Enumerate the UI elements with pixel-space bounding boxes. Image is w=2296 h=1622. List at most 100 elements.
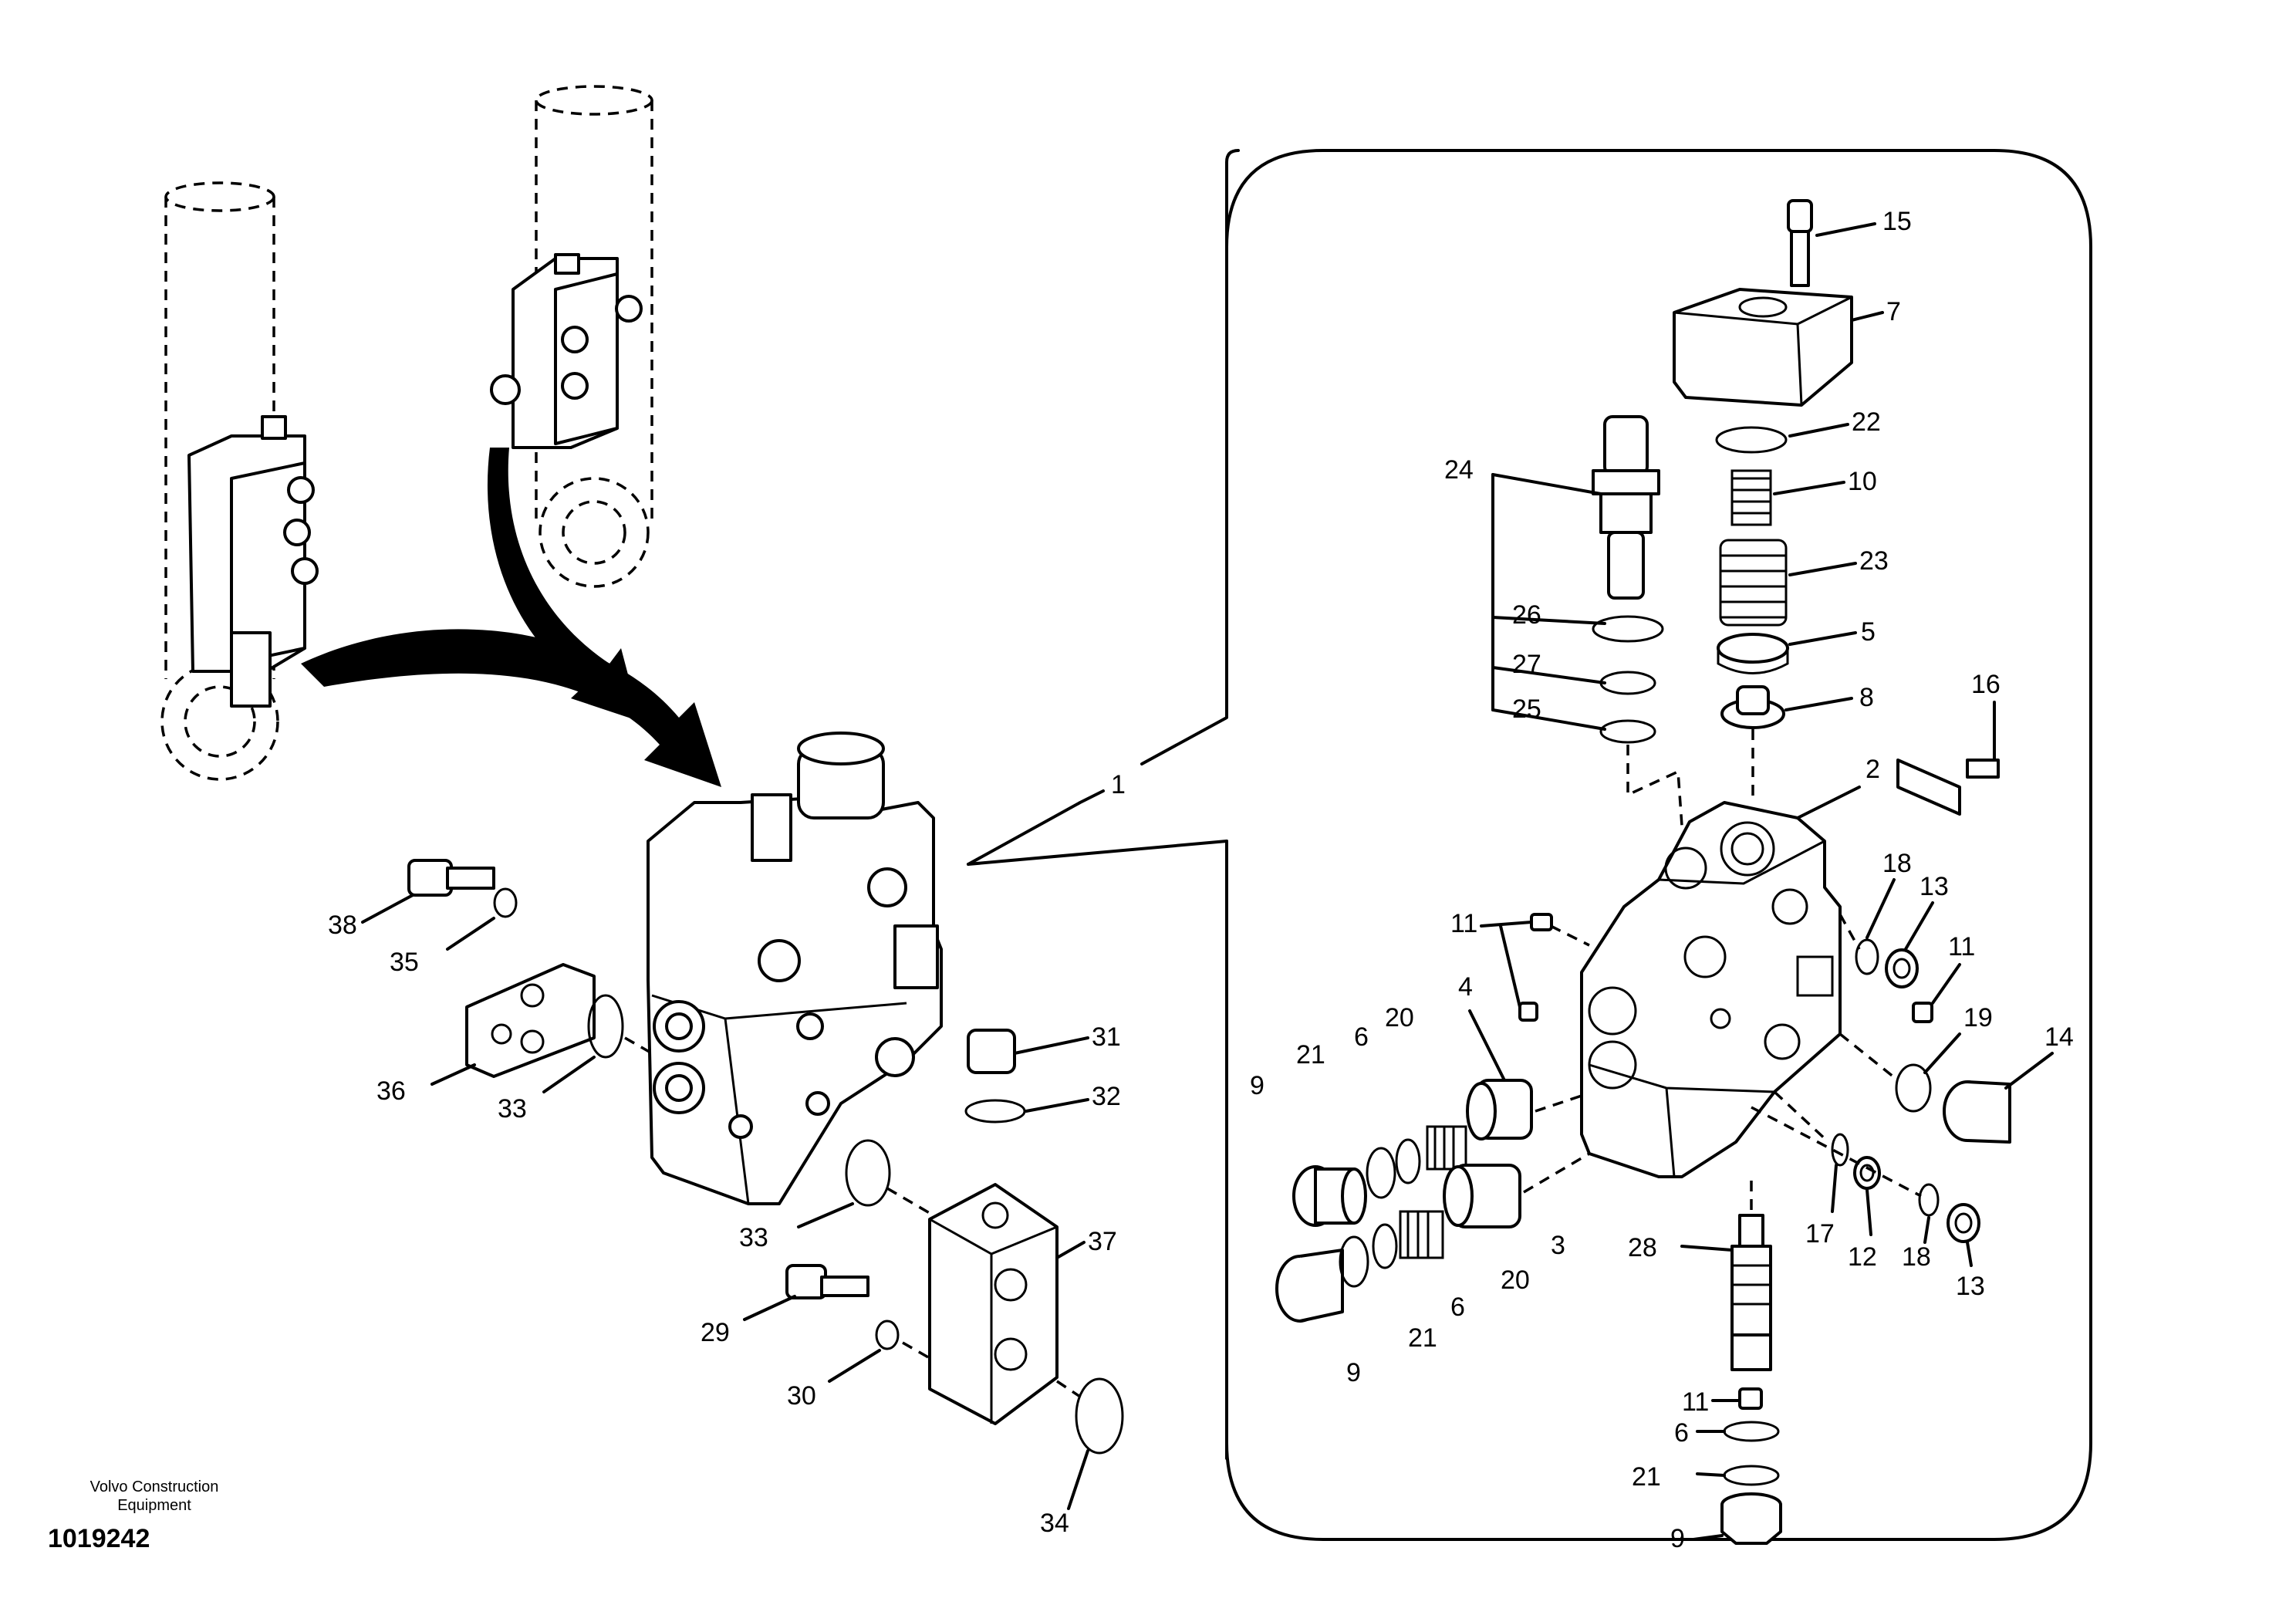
o-ring-part-32: [964, 1098, 1089, 1124]
part-label: 11: [1682, 1387, 1709, 1417]
part-label: 27: [1512, 650, 1541, 679]
part-label: 18: [1902, 1242, 1931, 1272]
o-ring-part-18-lower: [1918, 1183, 1940, 1217]
o-ring-part-19: [1895, 1063, 1932, 1113]
seat-part-5: [1717, 631, 1857, 674]
part-label: 31: [1092, 1022, 1121, 1052]
cylinder-context-left: [160, 181, 319, 781]
credit-line: Volvo Construction: [89, 1478, 219, 1495]
plug-part-11-left: [1518, 1002, 1538, 1022]
plug-part-13-lower: [1947, 1203, 1980, 1243]
plug-part-11-lower: [1738, 1387, 1763, 1410]
part-label: 8: [1859, 683, 1874, 712]
part-label: 38: [328, 911, 357, 940]
part-label: 10: [1848, 467, 1877, 496]
control-valve-assembly: [647, 732, 943, 1205]
backup-ring-part-27: [1599, 671, 1656, 695]
part-label: 6: [1674, 1418, 1689, 1448]
o-ring-part-18-upper: [1855, 938, 1879, 975]
part-label: 21: [1632, 1462, 1661, 1492]
part-label: 28: [1628, 1233, 1657, 1262]
part-label: 7: [1886, 297, 1901, 326]
plug-part-11-upper: [1530, 913, 1553, 931]
spring-part-10: [1730, 469, 1845, 526]
plug-part-14: [1943, 1052, 2054, 1144]
o-ring-part-17: [1831, 1133, 1849, 1167]
bolt-part-29: [743, 1264, 869, 1321]
plug-part-13-upper: [1885, 948, 1919, 988]
part-label: 4: [1458, 972, 1473, 1002]
part-label: 11: [1450, 909, 1477, 938]
poppet-part-8: [1720, 685, 1853, 729]
detail-frame: [1225, 149, 2092, 1541]
o-ring-part-26: [1592, 615, 1664, 643]
part-label: 15: [1882, 207, 1912, 236]
o-ring-part-6-bottom: [1723, 1421, 1780, 1442]
part-label: 21: [1296, 1040, 1325, 1070]
backup-ring-part-21-lower: [1339, 1235, 1369, 1288]
part-labels: 1 2 3 4 5 6 6 6 7 8 9 9 9 10 11 11 11 12…: [328, 207, 2074, 1553]
part-label: 30: [787, 1381, 816, 1411]
part-label: 1: [1111, 770, 1126, 799]
spool-part-3: [1443, 1164, 1521, 1228]
backup-ring-part-21-upper: [1366, 1147, 1396, 1199]
spring-part-23: [1719, 539, 1857, 627]
o-ring-part-6-upper: [1395, 1138, 1421, 1184]
part-label: 2: [1866, 755, 1880, 784]
part-label: 20: [1385, 1003, 1414, 1032]
part-label: 35: [390, 948, 419, 977]
plug-part-9-bottom: [1692, 1492, 1782, 1545]
part-label: 25: [1512, 694, 1541, 724]
part-label: 19: [1963, 1003, 1993, 1032]
washer-part-30: [828, 1320, 900, 1383]
cover-plate-part-36: [430, 963, 596, 1086]
plug-part-31: [967, 1029, 1089, 1074]
part-label: 36: [376, 1076, 406, 1106]
part-label: 5: [1861, 617, 1876, 647]
part-label: 9: [1250, 1071, 1264, 1100]
part-label: 3: [1551, 1231, 1565, 1260]
relief-cartridge-part-24: [1491, 415, 1660, 600]
part-label: 26: [1512, 600, 1541, 630]
flange-block-part-37: [928, 1183, 1086, 1425]
washer-part-35: [446, 887, 518, 951]
part-label: 21: [1408, 1323, 1437, 1353]
screw-part-15: [1787, 199, 1876, 287]
plate-part-16: [1896, 701, 2000, 816]
bracket-part-24: [1491, 473, 1606, 731]
part-label: 13: [1956, 1272, 1985, 1301]
spring-part-20-lower: [1399, 1210, 1444, 1259]
part-label: 16: [1971, 670, 2001, 699]
part-label: 23: [1859, 546, 1889, 576]
part-label: 18: [1882, 849, 1912, 878]
plug-part-9-lower: [1275, 1249, 1344, 1323]
assembly-arrows: [301, 448, 721, 787]
part-label: 34: [1040, 1509, 1069, 1538]
o-ring-part-33-left: [542, 994, 624, 1093]
part-label: 6: [1450, 1293, 1465, 1322]
part-label: 9: [1346, 1358, 1361, 1387]
bolt-part-38: [361, 859, 495, 924]
plug-part-12: [1853, 1156, 1881, 1190]
part-label: 37: [1088, 1227, 1117, 1256]
o-ring-part-21-bottom: [1723, 1465, 1780, 1486]
part-label: 29: [701, 1318, 730, 1347]
cover-part-7: [1673, 288, 1884, 407]
manufacturer-credit: Volvo Construction Equipment: [54, 1478, 255, 1515]
part-label: 33: [498, 1094, 527, 1124]
spool-part-28: [1680, 1214, 1772, 1371]
spring-part-20-upper: [1426, 1125, 1467, 1171]
part-label: 33: [739, 1223, 768, 1252]
plug-part-11-right: [1912, 1002, 1933, 1023]
o-ring-part-25: [1599, 719, 1656, 744]
o-ring-part-6-lower: [1372, 1223, 1398, 1269]
o-ring-part-33-lower: [797, 1139, 891, 1228]
part-label: 14: [2044, 1022, 2074, 1052]
part-label: 13: [1920, 872, 1949, 901]
document-number: 1019242: [48, 1524, 150, 1553]
part-label: 9: [1670, 1524, 1685, 1553]
part-label: 24: [1444, 455, 1474, 485]
o-ring-part-22: [1715, 423, 1849, 454]
part-label: 6: [1354, 1022, 1369, 1052]
